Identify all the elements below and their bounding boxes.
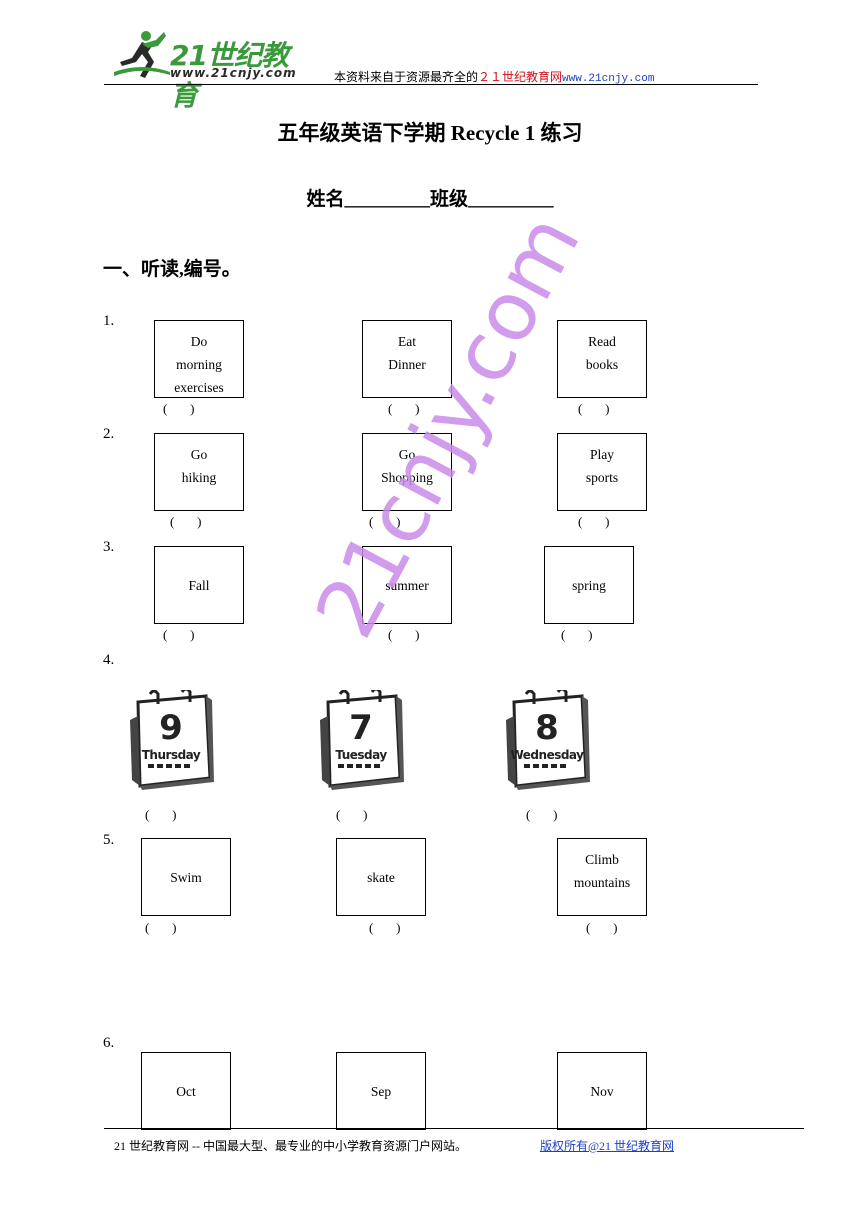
answer-card: Nov [557, 1052, 647, 1130]
site-logo: 21世纪教育 www.21cnjy.com [112, 28, 312, 112]
header-note-site-name: ２１世纪教育网 [478, 70, 563, 84]
answer-card: Sep [336, 1052, 426, 1130]
runner-logo-icon [114, 31, 170, 78]
calendar-icon [320, 687, 404, 790]
answer-parenthesis: ( ) [163, 627, 195, 642]
answer-card: Oct [141, 1052, 231, 1130]
calendar-page: 7 Tuesday [318, 687, 404, 794]
calendar-day: Wednesday [510, 748, 584, 762]
answer-parenthesis: ( ) [163, 401, 195, 416]
question-number: 3. [103, 539, 115, 555]
question-number: 4. [103, 652, 115, 668]
answer-card: spring [544, 546, 634, 624]
page-title: 五年级英语下学期 Recycle 1 练习 [277, 121, 583, 145]
question-number: 2. [103, 426, 115, 442]
calendar-page: 9 Thursday [128, 687, 214, 794]
section-title: 一、听读,编号。 [103, 259, 241, 280]
calendar-icon [506, 687, 590, 790]
footer-divider [104, 1128, 804, 1129]
calendar-day: Thursday [141, 748, 201, 762]
calendar-number: 9 [159, 708, 183, 748]
name-class-line: 姓名_________班级_________ [306, 189, 554, 210]
calendar-number: 8 [535, 708, 559, 748]
answer-parenthesis: ( ) [170, 514, 202, 529]
answer-parenthesis: ( ) [388, 401, 420, 416]
answer-card: Fall [154, 546, 244, 624]
answer-card: summer [362, 546, 452, 624]
header-divider [104, 84, 758, 85]
calendar-number: 7 [349, 708, 373, 748]
footer-text: 21 世纪教育网 -- 中国最大型、最专业的中小学教育资源门户网站。 [114, 1139, 467, 1153]
calendar-icon [130, 687, 214, 790]
header-note-prefix: 本资料来自于资源最齐全的 [334, 70, 479, 84]
answer-parenthesis: ( ) [586, 920, 618, 935]
answer-parenthesis: ( ) [578, 514, 610, 529]
question-number: 5. [103, 832, 115, 848]
calendar-page: 8 Wednesday [504, 687, 590, 794]
answer-card: Swim [141, 838, 231, 916]
answer-parenthesis: ( ) [578, 401, 610, 416]
calendar-day: Tuesday [335, 748, 387, 762]
header-note-link[interactable]: www.21cnjy.com [562, 73, 655, 85]
answer-parenthesis: ( ) [369, 514, 401, 529]
header-note: 本资料来自于资源最齐全的２１世纪教育网www.21cnjy.com [334, 68, 654, 85]
footer-copyright-link[interactable]: 版权所有@21 世纪教育网 [540, 1139, 675, 1153]
answer-parenthesis: ( ) [145, 920, 177, 935]
answer-parenthesis: ( ) [526, 807, 558, 822]
answer-card: skate [336, 838, 426, 916]
question-number: 1. [103, 313, 115, 329]
answer-parenthesis: ( ) [336, 807, 368, 822]
answer-parenthesis: ( ) [369, 920, 401, 935]
question-number: 6. [103, 1035, 115, 1051]
logo-url: www.21cnjy.com [170, 66, 297, 80]
answer-parenthesis: ( ) [561, 627, 593, 642]
answer-parenthesis: ( ) [145, 807, 177, 822]
answer-parenthesis: ( ) [388, 627, 420, 642]
